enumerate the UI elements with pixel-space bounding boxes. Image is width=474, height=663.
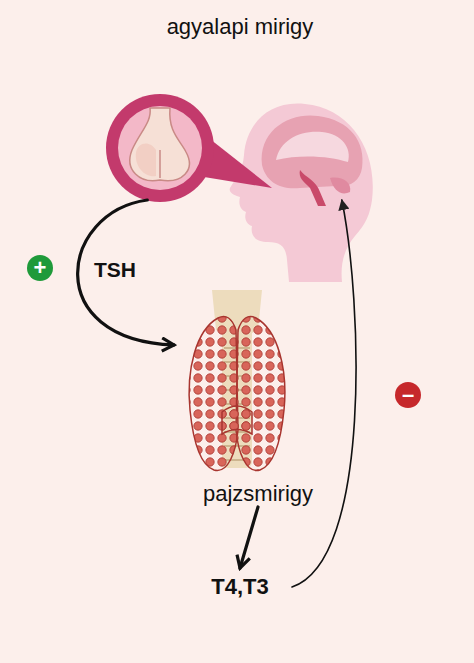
hormone-label: T4,T3 — [188, 574, 292, 600]
thyroid-node: pajzsmirigy — [174, 285, 342, 507]
stimulate-sign: + — [27, 255, 53, 281]
head-silhouette — [230, 104, 373, 282]
release-arrow — [240, 507, 258, 568]
pituitary-gland — [130, 108, 189, 181]
pituitary-zoom-inner — [118, 106, 202, 190]
organ-label: agyalapi mirigy — [106, 14, 374, 40]
inhibit-sign: – — [395, 382, 421, 408]
hormone-label: TSH — [92, 258, 138, 282]
pituitary-node: agyalapi mirigy — [106, 14, 374, 200]
pituitary-zoom — [106, 94, 214, 202]
organ-label: pajzsmirigy — [174, 481, 342, 507]
thyroid-gland — [189, 290, 285, 470]
brain — [262, 115, 363, 206]
hormone-node: T4,T3 — [188, 568, 292, 606]
feedback-arrow — [292, 200, 356, 587]
tsh-arrow — [78, 200, 174, 345]
